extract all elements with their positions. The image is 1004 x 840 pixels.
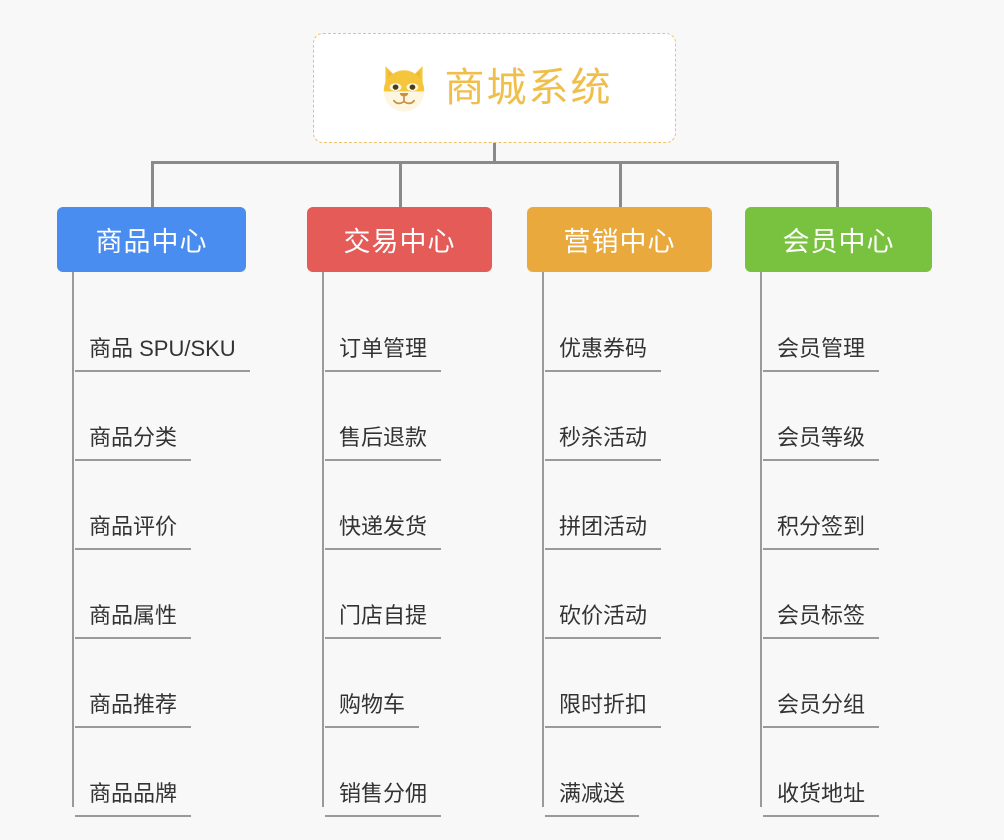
list-item[interactable]: 拼团活动 — [542, 461, 712, 550]
list-item[interactable]: 砍价活动 — [542, 550, 712, 639]
list-item[interactable]: 购物车 — [322, 639, 492, 728]
item-list-marketing-center: 优惠券码 秒杀活动 拼团活动 砍价活动 限时折扣 满减送 — [527, 272, 712, 817]
item-label: 商品 SPU/SKU — [75, 336, 250, 372]
item-label: 限时折扣 — [545, 692, 662, 728]
list-item[interactable]: 商品评价 — [72, 461, 246, 550]
item-label: 满减送 — [545, 781, 640, 817]
branch-marketing-center: 营销中心 优惠券码 秒杀活动 拼团活动 砍价活动 限时折扣 满减送 — [527, 207, 712, 817]
list-item[interactable]: 销售分佣 — [322, 728, 492, 817]
branch-trade-center: 交易中心 订单管理 售后退款 快递发货 门店自提 购物车 销售分佣 — [307, 207, 492, 817]
item-label: 秒杀活动 — [545, 425, 662, 461]
list-item[interactable]: 收货地址 — [760, 728, 932, 817]
item-label: 商品属性 — [75, 603, 192, 639]
item-label: 积分签到 — [763, 514, 880, 550]
list-item[interactable]: 商品推荐 — [72, 639, 246, 728]
item-label: 售后退款 — [325, 425, 442, 461]
item-label: 商品分类 — [75, 425, 192, 461]
item-label: 收货地址 — [763, 781, 880, 817]
item-list-product-center: 商品 SPU/SKU 商品分类 商品评价 商品属性 商品推荐 商品品牌 — [57, 272, 250, 817]
list-item[interactable]: 商品属性 — [72, 550, 246, 639]
item-list-trade-center: 订单管理 售后退款 快递发货 门店自提 购物车 销售分佣 — [307, 272, 492, 817]
item-label: 商品评价 — [75, 514, 192, 550]
connector-drop-member-center — [836, 161, 839, 207]
list-item[interactable]: 商品品牌 — [72, 728, 246, 817]
item-label: 快递发货 — [325, 514, 442, 550]
connector-root-stem — [493, 143, 496, 163]
list-item[interactable]: 满减送 — [542, 728, 712, 817]
item-label: 会员标签 — [763, 603, 880, 639]
connector-horizontal-bus — [151, 161, 839, 164]
item-label: 销售分佣 — [325, 781, 442, 817]
list-item[interactable]: 限时折扣 — [542, 639, 712, 728]
item-label: 会员分组 — [763, 692, 880, 728]
list-item[interactable]: 会员分组 — [760, 639, 932, 728]
category-header-member-center[interactable]: 会员中心 — [745, 207, 932, 272]
list-item[interactable]: 优惠券码 — [542, 283, 712, 372]
item-label: 商品推荐 — [75, 692, 192, 728]
list-item[interactable]: 秒杀活动 — [542, 372, 712, 461]
list-item[interactable]: 积分签到 — [760, 461, 932, 550]
category-header-trade-center[interactable]: 交易中心 — [307, 207, 492, 272]
connector-drop-product-center — [151, 161, 154, 207]
list-item[interactable]: 会员管理 — [760, 283, 932, 372]
shiba-dog-face-icon — [383, 66, 424, 112]
item-label: 砍价活动 — [545, 603, 662, 639]
item-label: 优惠券码 — [545, 336, 662, 372]
list-item[interactable]: 商品分类 — [72, 372, 246, 461]
list-item[interactable]: 商品 SPU/SKU — [72, 283, 250, 372]
category-header-product-center[interactable]: 商品中心 — [57, 207, 246, 272]
root-node-title: 商城系统 — [444, 66, 613, 110]
root-node-shop-system[interactable]: 商城系统 — [313, 33, 676, 143]
item-list-member-center: 会员管理 会员等级 积分签到 会员标签 会员分组 收货地址 — [745, 272, 932, 817]
item-label: 购物车 — [325, 692, 420, 728]
list-item[interactable]: 会员标签 — [760, 550, 932, 639]
connector-drop-marketing-center — [619, 161, 622, 207]
branch-product-center: 商品中心 商品 SPU/SKU 商品分类 商品评价 商品属性 商品推荐 商品品牌 — [57, 207, 250, 817]
connector-drop-trade-center — [399, 161, 402, 207]
item-label: 会员等级 — [763, 425, 880, 461]
category-header-marketing-center[interactable]: 营销中心 — [527, 207, 712, 272]
list-item[interactable]: 售后退款 — [322, 372, 492, 461]
list-item[interactable]: 订单管理 — [322, 283, 492, 372]
item-label: 订单管理 — [325, 336, 442, 372]
branch-member-center: 会员中心 会员管理 会员等级 积分签到 会员标签 会员分组 收货地址 — [745, 207, 932, 817]
item-label: 商品品牌 — [75, 781, 192, 817]
item-label: 拼团活动 — [545, 514, 662, 550]
item-label: 会员管理 — [763, 336, 880, 372]
item-label: 门店自提 — [325, 603, 442, 639]
list-item[interactable]: 会员等级 — [760, 372, 932, 461]
list-item[interactable]: 门店自提 — [322, 550, 492, 639]
list-item[interactable]: 快递发货 — [322, 461, 492, 550]
